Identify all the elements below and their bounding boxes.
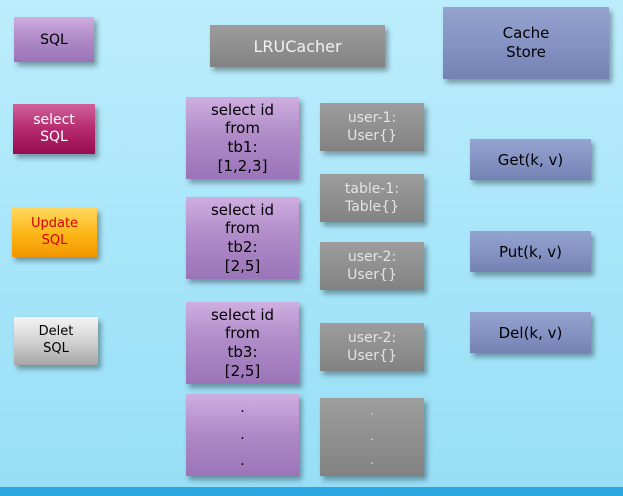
- footer-strip: [0, 487, 623, 496]
- update-sql-node: Update SQL: [12, 208, 97, 257]
- query-tb1-node: select id from tb1: [1,2,3]: [186, 97, 299, 179]
- sql-node: SQL: [14, 17, 94, 62]
- value-ellipsis-node: . . .: [320, 398, 424, 476]
- value-user2b-node: user-2: User{}: [320, 323, 424, 371]
- put-operation-node: Put(k, v): [470, 231, 591, 272]
- value-user2-node: user-2: User{}: [320, 242, 424, 290]
- select-sql-node: select SQL: [13, 104, 95, 154]
- query-tb2-node: select id from tb2: [2,5]: [186, 197, 299, 279]
- value-user1-node: user-1: User{}: [320, 103, 424, 151]
- value-table1-node: table-1: Table{}: [320, 174, 424, 222]
- lrucacher-title-node: LRUCacher: [210, 25, 385, 67]
- query-tb3-node: select id from tb3: [2,5]: [186, 302, 299, 384]
- del-operation-node: Del(k, v): [470, 312, 591, 353]
- cache-store-node: Cache Store: [443, 7, 609, 79]
- query-ellipsis-node: . . .: [186, 394, 299, 476]
- get-operation-node: Get(k, v): [470, 139, 591, 180]
- delete-sql-node: Delet SQL: [14, 317, 98, 365]
